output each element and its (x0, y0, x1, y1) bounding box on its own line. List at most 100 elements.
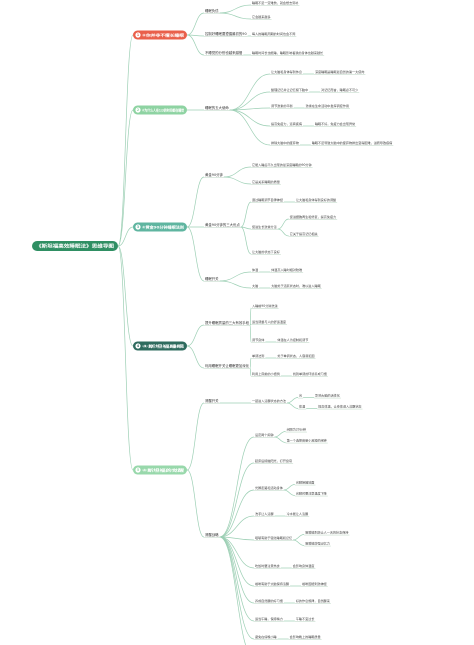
subtopic-node[interactable]: 每人的睡眠周期的时间也会不同 (251, 31, 297, 37)
node-label: 让大脑和身体得到良好的调整 (296, 197, 336, 202)
topic-node[interactable]: 控制好睡眠要遵循最初的90 (204, 31, 248, 37)
topic-node[interactable]: 黄金90分钟的三大优点 (204, 222, 241, 228)
connector-line (219, 4, 252, 14)
subtopic-node[interactable]: 光脚走路和活动身体 (254, 485, 284, 491)
subtopic-node[interactable]: 避免在傍晚小睡 (254, 634, 278, 640)
node-label: 第一个选择音量小且短的闹钟 (287, 438, 327, 443)
detail-node[interactable]: 体温在人为控制和调节 (276, 337, 310, 343)
subtopic-node[interactable]: 咖啡有助于大脑保持清醒 (254, 581, 291, 587)
detail-node[interactable]: 睡眠不足导致大脑中的废弃物排出变得困难，进而导致疾病 (310, 140, 394, 146)
topic-node[interactable]: 睡眠开关 (204, 276, 220, 282)
subtopic-node[interactable]: 促进生长激素分泌 (251, 224, 278, 230)
detail-node[interactable]: 午睡不宜过长 (294, 616, 316, 622)
subtopic-node[interactable]: 适当调整与人的舒适温度 (251, 319, 288, 325)
subtopic-node[interactable]: 睡眠不足一定难熬，就会想去弥补 (251, 0, 300, 6)
subtopic-node[interactable]: 洗手让人清醒 (254, 511, 275, 517)
subtopic-node[interactable]: 它能入睡后不久出现的最深度睡眠的90分钟 (251, 162, 313, 168)
detail-node[interactable]: 会影响身体温度 (291, 563, 316, 569)
topic-node[interactable]: 睡眠负债 (204, 8, 220, 14)
connector-line (240, 226, 252, 230)
connector-line (186, 176, 205, 228)
connector-line (240, 226, 252, 255)
detail-node[interactable]: 处于单调状态，人容易犯困 (276, 353, 316, 359)
subtopic-node[interactable]: 起床后接触阳光，打开窗帘 (254, 458, 294, 464)
detail-node[interactable]: 好的作息规律，自然醒来 (294, 598, 331, 604)
detail-node[interactable]: 体温高入睡时相对较难 (270, 267, 304, 273)
subtopic-node[interactable]: 咀嚼有助于强化睡眠和记忆 (254, 535, 294, 541)
subtopic-node[interactable]: 养成自然醒的好习惯 (254, 598, 284, 604)
subtopic-node[interactable]: 利用上床前的小惯例 (251, 371, 281, 377)
node-label: 睡眠不好，免疫力会出现异常 (315, 121, 355, 126)
topic-node[interactable]: 不睡觉的分别也越来越慢 (204, 50, 244, 56)
detail-node[interactable]: 光脚接触地面 (294, 480, 316, 486)
node-label: 促进生长激素分泌 (252, 224, 277, 229)
detail-node[interactable]: 咀嚼能刺激让人一天的状态保持 (304, 530, 350, 536)
number-2-icon (135, 107, 141, 113)
detail-node[interactable]: 促进细胞再生和修复，提高免疫力 (288, 214, 338, 220)
subtopic-node[interactable]: 提高免疫力，远离疾病 (270, 121, 303, 127)
connector-line (186, 34, 205, 56)
subtopic-node[interactable]: 整理记忆并让记忆留下脑中 (270, 87, 310, 93)
topic-node[interactable]: 利用睡眠开关让睡眠更加深化 (204, 363, 251, 369)
detail-node[interactable]: 光 (298, 393, 304, 399)
subtopic-node[interactable]: 它是关系睡眠的质量 (251, 179, 281, 185)
subtopic-node[interactable]: 单调法则 (251, 353, 266, 359)
detail-node[interactable]: 对记忆而言，睡眠必不可少 (320, 87, 360, 93)
subtopic-node[interactable]: 让大脑和身体得到休息 (270, 69, 303, 75)
subtopic-node[interactable]: 调节激素的平衡 (270, 103, 294, 109)
subtopic-node[interactable]: 一起进入清醒状态的方法 (251, 398, 288, 404)
root-node[interactable]: 《斯坦福高效睡眠法》思维导图 (32, 241, 118, 251)
connector-line (274, 436, 286, 443)
node-label: 睡眠开关 (205, 276, 219, 281)
detail-node[interactable]: 咀嚼能增强记忆力 (304, 541, 331, 547)
topic-node[interactable]: 提升睡眠质量的三大有效手段 (204, 320, 251, 326)
detail-node[interactable]: 会影响晚上的睡眠质量 (288, 634, 322, 640)
subtopic-node[interactable]: 吃饭时要注意热食 (254, 563, 281, 569)
detail-node[interactable]: 体温 (298, 404, 307, 410)
topic-node[interactable]: 睡眠的五大使命 (204, 105, 230, 111)
detail-node[interactable]: 它关于提高记忆相关 (288, 231, 319, 237)
detail-node[interactable]: 影响大脑的活性化 (314, 393, 341, 399)
detail-node[interactable]: 光脚时要注意温度下降 (294, 491, 328, 497)
subtopic-node[interactable]: 体温 (251, 267, 260, 273)
branch-label: ④斯坦福的觉醒 (142, 467, 185, 472)
node-label: 不睡觉的分别也越来越慢 (205, 50, 243, 55)
subtopic-node[interactable]: 大脑 (251, 283, 260, 289)
connector-line (186, 469, 205, 538)
detail-node[interactable]: 深度睡眠是睡眠最自然的第一大使命 (313, 69, 366, 75)
detail-node[interactable]: 找到单调的环境养成习惯 (291, 371, 328, 377)
detail-node[interactable]: 睡眠不好，免疫力会出现异常 (313, 121, 357, 127)
node-label: 体温在人为控制和调节 (277, 337, 308, 342)
topic-node[interactable]: 清醒开关 (204, 398, 220, 404)
detail-node[interactable]: 咖啡因能刺激神经 (301, 581, 328, 587)
detail-node[interactable]: 间隔为20分钟 (285, 427, 307, 433)
topic-node[interactable]: 黄金90分钟 (204, 172, 224, 178)
detail-node[interactable]: 让大脑和身体得到良好的调整 (294, 197, 338, 203)
node-label: 利用睡眠开关让睡眠更加深化 (205, 363, 250, 368)
subtopic-node[interactable]: 调节身体 (251, 337, 266, 343)
subtopic-node[interactable]: 它会越来越多 (251, 14, 272, 20)
subtopic-node[interactable]: 入睡前90分钟洗澡 (251, 303, 279, 309)
connector-line (223, 166, 252, 178)
node-label: 提高体温，让身体进入清醒状态 (318, 404, 361, 409)
subtopic-node[interactable]: 设定两个闹钟 (254, 432, 275, 438)
node-label: 睡眠负债 (205, 8, 219, 13)
subtopic-node[interactable]: 睡眠时间长也能睡，睡眠影响着我的身体也越来越长 (251, 50, 325, 56)
detail-node[interactable]: 大脑处于活跃状态时，难以进入睡眠 (270, 283, 322, 289)
subtopic-node[interactable]: 适当午睡，保持精力 (254, 616, 284, 622)
connector-line (219, 536, 255, 587)
detail-node[interactable]: 激素在生命活动中发挥调控作用 (304, 103, 350, 109)
detail-node[interactable]: 第一个选择音量小且短的闹钟 (285, 438, 328, 444)
subtopic-node[interactable]: 让大脑的状态下良好 (251, 249, 281, 255)
subtopic-node[interactable]: 通过睡眠调节自律神经 (251, 197, 284, 203)
detail-node[interactable]: 冷水能让人清醒 (285, 511, 310, 517)
topic-node[interactable]: 清醒战略 (204, 532, 220, 538)
detail-node[interactable]: 提高体温，让身体进入清醒状态 (317, 404, 363, 410)
subtopic-node[interactable]: 排除大脑中的废弃物 (270, 140, 300, 146)
